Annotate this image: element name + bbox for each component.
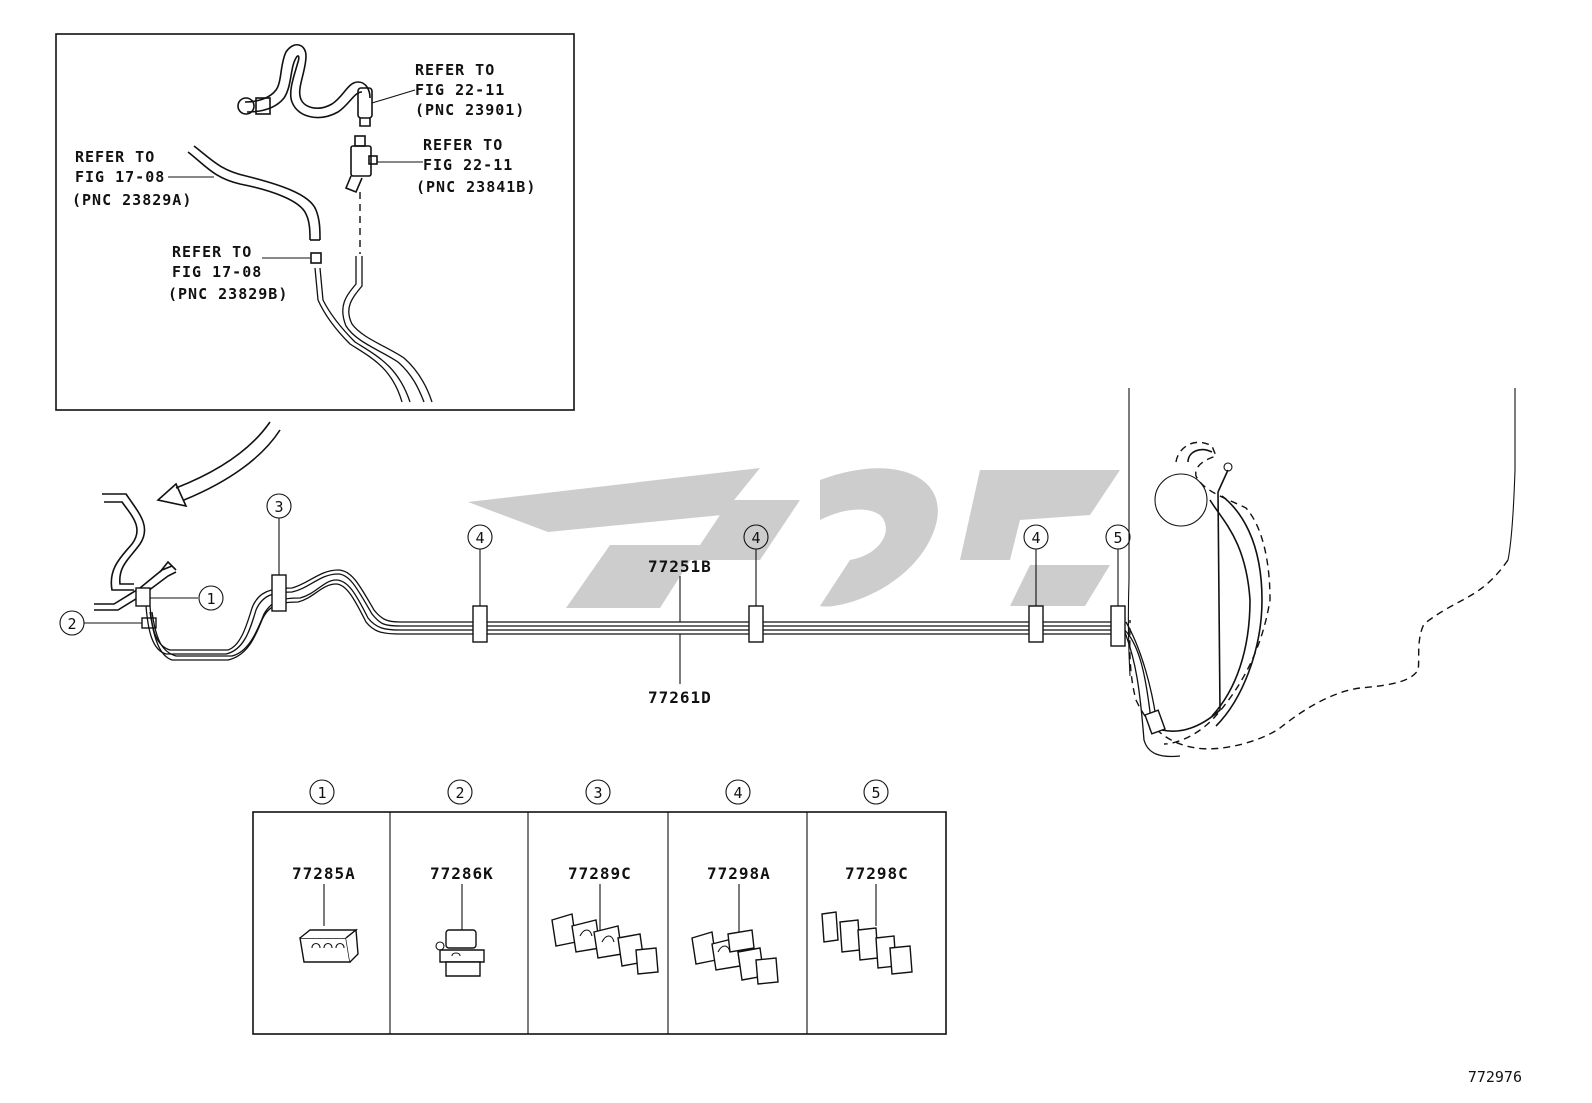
part-number-upper: 77251B [648, 557, 712, 576]
callout-5: 5 [1105, 524, 1131, 606]
svg-text:4: 4 [1031, 529, 1040, 547]
watermark-logo [468, 468, 1120, 608]
callout-1: 1 [150, 585, 224, 611]
filler-neck-hose [237, 44, 373, 127]
figure-id: 772976 [1468, 1068, 1522, 1086]
callout-3: 3 [266, 493, 292, 575]
part-number-lower: 77261D [648, 688, 712, 707]
ref-label-23841b: REFER TO FIG 22-11 (PNC 23841B) [416, 136, 536, 196]
svg-text:4: 4 [733, 784, 742, 802]
vent-valve [344, 135, 378, 194]
clip-3-drawing [551, 913, 659, 975]
clip-1-drawing [299, 928, 359, 963]
svg-text:5: 5 [871, 784, 880, 802]
leader-23901 [371, 89, 416, 104]
main-fuel-lines [145, 569, 1120, 661]
ref-label-23901: REFER TO FIG 22-11 (PNC 23901) [415, 61, 525, 119]
legend-part-3: 77289C [568, 864, 632, 883]
inset-pipes [314, 256, 433, 403]
inset-frame [55, 33, 575, 411]
legend-part-4: 77298A [707, 864, 771, 883]
svg-text:4: 4 [475, 529, 484, 547]
clip-4b-marker [748, 605, 764, 643]
clip-3-marker [271, 574, 287, 612]
detail-arrow [156, 421, 281, 508]
clip-legend-table: 1 2 3 4 5 77285A 77286K 77289C 77298A 77… [252, 779, 947, 1035]
legend-header-5: 5 [863, 779, 889, 805]
svg-text:3: 3 [593, 784, 602, 802]
clip-5-marker [1110, 605, 1126, 647]
callout-4a: 4 [467, 524, 493, 606]
legend-part-5: 77298C [845, 864, 909, 883]
legend-header-4: 4 [725, 779, 751, 805]
breather-hose [187, 145, 321, 241]
clip-4c-marker [1028, 605, 1044, 643]
legend-header-2: 2 [447, 779, 473, 805]
legend-part-2: 77286K [430, 864, 494, 883]
svg-text:5: 5 [1113, 529, 1122, 547]
clip-1-marker [135, 587, 151, 607]
inset-clip [310, 252, 322, 264]
filler-hoses [94, 493, 177, 611]
clip-4a-marker [472, 605, 488, 643]
svg-text:2: 2 [67, 615, 76, 633]
svg-text:3: 3 [274, 498, 283, 516]
ref-label-23829a: REFER TO FIG 17-08 (PNC 23829A) [72, 148, 192, 209]
svg-text:4: 4 [751, 529, 760, 547]
callout-4c: 4 [1023, 524, 1049, 606]
svg-text:1: 1 [206, 590, 215, 608]
callout-4b: 4 [743, 524, 769, 606]
clip-5-drawing [821, 911, 913, 975]
legend-header-3: 3 [585, 779, 611, 805]
legend-part-1: 77285A [292, 864, 356, 883]
ref-label-23829b: REFER TO FIG 17-08 (PNC 23829B) [168, 243, 288, 303]
legend-header-1: 1 [309, 779, 335, 805]
fuel-tank-outline [1119, 388, 1516, 758]
svg-text:1: 1 [317, 784, 326, 802]
callout-2: 2 [59, 610, 142, 636]
clip-2-drawing [435, 929, 485, 977]
svg-text:2: 2 [455, 784, 464, 802]
clip-4-drawing [691, 929, 779, 985]
